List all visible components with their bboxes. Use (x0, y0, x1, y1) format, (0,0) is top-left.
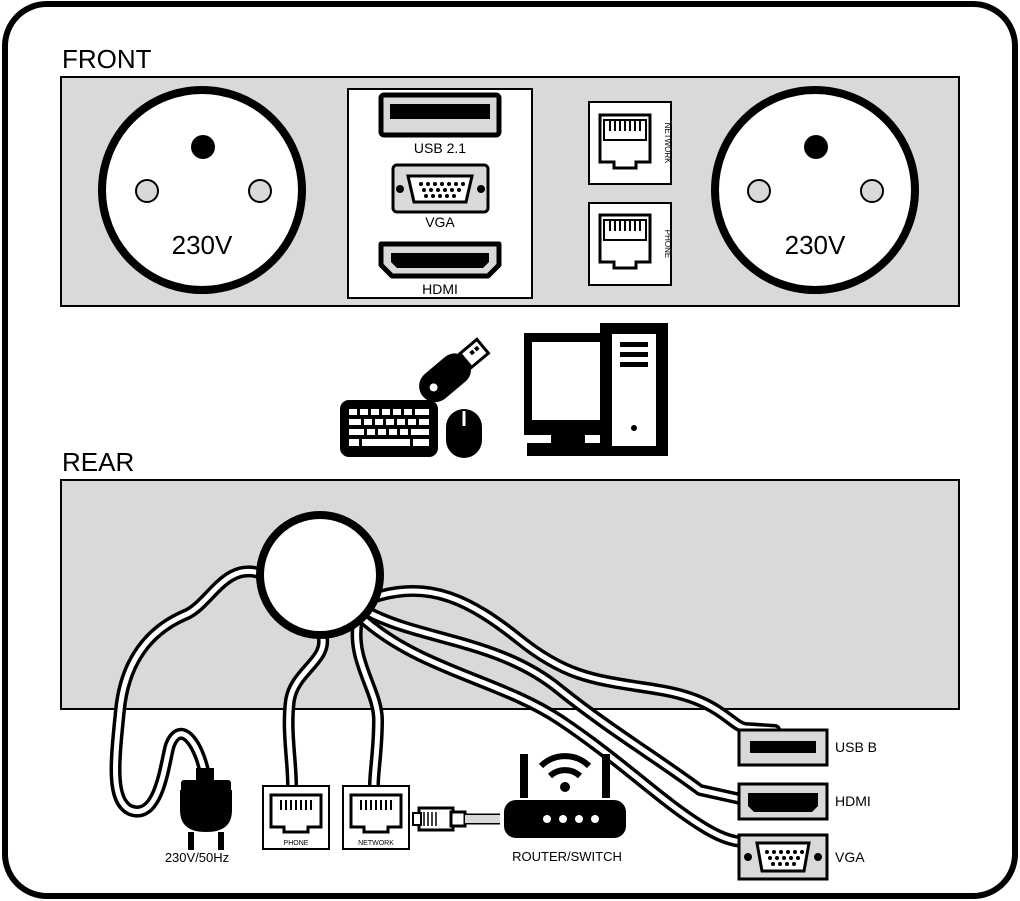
front-vga-label: VGA (425, 214, 455, 230)
keyboard-icon (340, 400, 438, 457)
front-vga-port: VGA (391, 163, 490, 230)
usb-cable-core (372, 588, 778, 733)
usb-stick-icon (419, 337, 491, 403)
front-hdmi-label: HDMI (422, 281, 458, 297)
socket-left: 230V (98, 86, 306, 294)
socket-left-label: 230V (172, 230, 233, 260)
cable-hole (256, 511, 384, 639)
front-usb-label: USB 2.1 (414, 140, 466, 156)
rear-cables (109, 565, 781, 848)
ethernet-plug-icon (412, 806, 500, 832)
phone-cable-core (286, 631, 326, 788)
front-hdmi-port: HDMI (378, 241, 502, 297)
front-heading: FRONT (62, 44, 152, 74)
power-plug-icon: 230V/50Hz (165, 768, 232, 865)
front-usb-port: USB 2.1 (378, 92, 502, 156)
socket-pin-hole-icon (860, 179, 884, 203)
rear-phone-jack: PHONE (262, 785, 330, 850)
router-label: ROUTER/SWITCH (512, 849, 622, 864)
rear-phone-label: PHONE (284, 840, 309, 847)
rear-usb-port: USB B (737, 728, 877, 767)
rear-network-label: NETWORK (358, 840, 394, 847)
socket-ground-pin-icon (804, 135, 828, 159)
rear-vga-label: VGA (835, 849, 865, 865)
socket-right-label: 230V (785, 230, 846, 260)
hdmi-cable-core (365, 609, 748, 803)
socket-pin-hole-icon (248, 179, 272, 203)
socket-pin-hole-icon (135, 179, 159, 203)
socket-pin-hole-icon (747, 179, 771, 203)
front-phone-label: PHONE (663, 230, 672, 258)
power-cable-core (113, 569, 265, 814)
socket-ground-pin-icon (191, 135, 215, 159)
router-switch-icon: ROUTER/SWITCH (504, 753, 626, 864)
mouse-icon (446, 409, 482, 458)
rear-usb-label: USB B (835, 739, 877, 755)
power-plug-label: 230V/50Hz (165, 850, 229, 865)
rear-vga-port: VGA (737, 833, 865, 881)
front-phone-jack: PHONE (588, 202, 672, 286)
rear-network-jack: NETWORK (342, 785, 410, 850)
desktop-computer-icon (524, 323, 668, 456)
rear-panel (60, 479, 960, 710)
vga-cable-core (359, 615, 748, 845)
front-network-label: NETWORK (663, 123, 672, 165)
rear-heading: REAR (62, 447, 134, 477)
socket-right: 230V (711, 86, 919, 294)
rear-hdmi-label: HDMI (835, 793, 871, 809)
rear-hdmi-port: HDMI (737, 782, 871, 821)
front-network-jack: NETWORK (588, 101, 672, 185)
network-cable-core (354, 617, 381, 788)
